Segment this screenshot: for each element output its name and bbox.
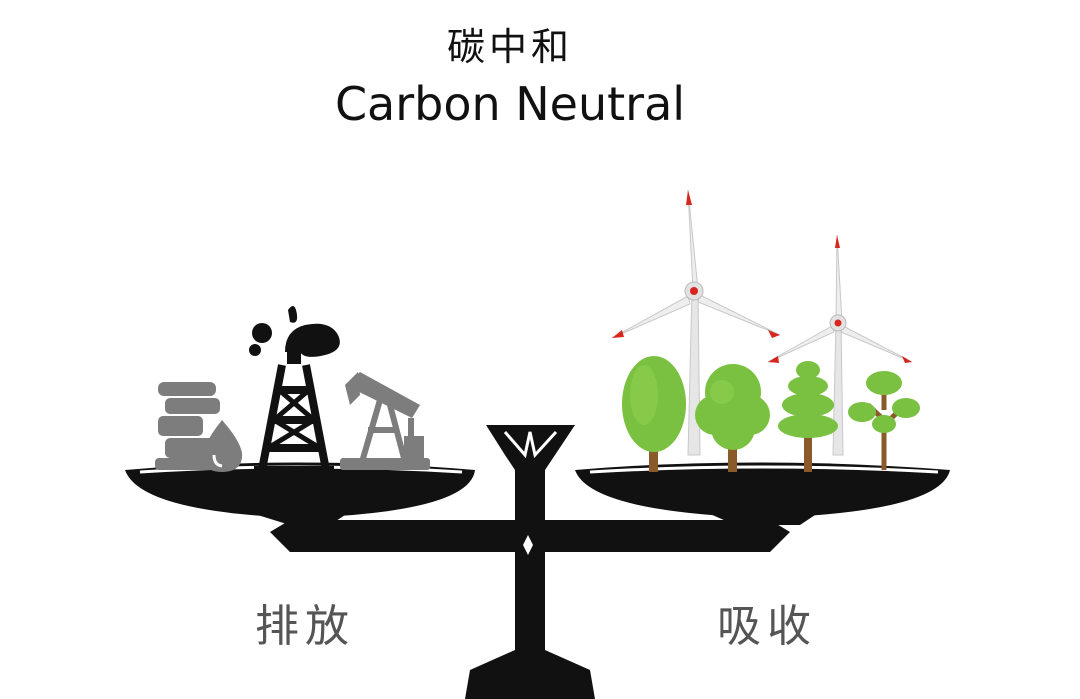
coal-stack-icon	[155, 382, 220, 470]
tree-icon	[848, 371, 920, 470]
wind-turbine-icon	[767, 234, 913, 456]
wind-turbine-icon	[611, 189, 781, 456]
scale-column	[465, 425, 595, 699]
title-chinese: 碳中和	[446, 25, 573, 69]
column-ornament	[503, 430, 558, 459]
title-english: Carbon Neutral	[334, 77, 686, 131]
tree-icon	[622, 356, 686, 472]
oil-derrick-icon	[249, 306, 340, 474]
emission-label: 排放	[255, 601, 355, 652]
right-pan-highlight	[589, 465, 939, 474]
left-pan	[125, 462, 475, 518]
column-jewel	[523, 535, 533, 555]
oil-drop-highlight	[212, 454, 223, 468]
balance-scale-icon	[125, 425, 950, 699]
pump-jack-icon	[340, 372, 430, 470]
tree-icon	[778, 361, 838, 472]
title-block: 碳中和 Carbon Neutral	[0, 22, 1020, 134]
right-pan	[575, 462, 950, 518]
absorption-label: 吸收	[717, 601, 817, 652]
oil-drop-icon	[202, 420, 243, 472]
tree-icon	[695, 364, 770, 472]
